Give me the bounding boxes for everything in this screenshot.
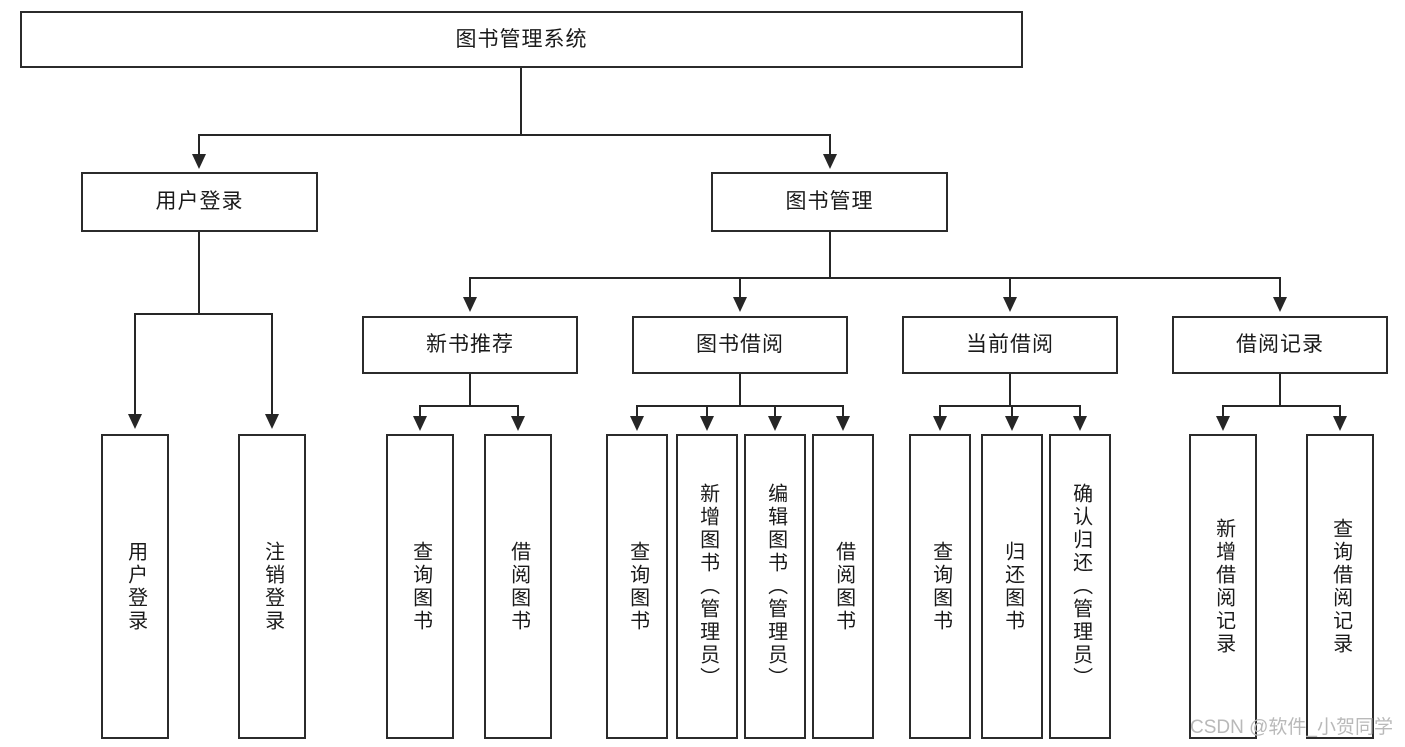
connector-current-borrow-drop-3 bbox=[1079, 405, 1081, 418]
arrow-to-borrow-record bbox=[1273, 297, 1287, 312]
connector-borrow-record-drop-1 bbox=[1222, 405, 1224, 418]
connector-root-stem bbox=[520, 68, 522, 135]
connector-current-borrow-stem bbox=[1009, 374, 1011, 407]
arrow-to-current-borrow bbox=[1003, 297, 1017, 312]
node-borrow-record[interactable]: 借阅记录 bbox=[1172, 316, 1388, 374]
node-label: 图书管理 bbox=[785, 190, 874, 214]
node-label: 查询借阅记录 bbox=[1329, 517, 1352, 656]
leaf-query-book-new[interactable]: 查询图书 bbox=[386, 434, 454, 739]
connector-book-borrow-drop-4 bbox=[842, 405, 844, 418]
node-label: 新增图书（管理员） bbox=[696, 483, 719, 690]
arrow-to-leaf-query-book-3 bbox=[933, 416, 947, 431]
arrow-to-book-mgmt bbox=[823, 154, 837, 169]
node-label: 用户登录 bbox=[124, 540, 147, 633]
leaf-logout[interactable]: 注销登录 bbox=[238, 434, 306, 739]
connector-new-book-drop-1 bbox=[419, 405, 421, 418]
connector-level1-drop-1 bbox=[198, 134, 200, 156]
connector-book-borrow-bus bbox=[636, 405, 843, 407]
node-label: 用户登录 bbox=[155, 190, 244, 214]
arrow-to-leaf-confirm-return bbox=[1073, 416, 1087, 431]
connector-borrow-record-drop-2 bbox=[1339, 405, 1341, 418]
connector-level1-drop-2 bbox=[829, 134, 831, 156]
connector-borrow-record-bus bbox=[1222, 405, 1340, 407]
leaf-query-book-borrow[interactable]: 查询图书 bbox=[606, 434, 668, 739]
arrow-to-leaf-query-book-1 bbox=[413, 416, 427, 431]
arrow-to-leaf-query-book-2 bbox=[630, 416, 644, 431]
leaf-query-borrow-record[interactable]: 查询借阅记录 bbox=[1306, 434, 1374, 739]
node-user-login[interactable]: 用户登录 bbox=[81, 172, 318, 232]
connector-user-login-drop-2 bbox=[271, 313, 273, 416]
node-label: 查询图书 bbox=[626, 540, 649, 633]
leaf-edit-book-admin[interactable]: 编辑图书（管理员） bbox=[744, 434, 806, 739]
leaf-add-book-admin[interactable]: 新增图书（管理员） bbox=[676, 434, 738, 739]
connector-book-borrow-drop-1 bbox=[636, 405, 638, 418]
node-label: 新书推荐 bbox=[426, 333, 514, 357]
node-label: 编辑图书（管理员） bbox=[764, 483, 787, 690]
leaf-query-book-current[interactable]: 查询图书 bbox=[909, 434, 971, 739]
node-label: 借阅图书 bbox=[507, 540, 530, 633]
connector-level2-drop-1 bbox=[469, 277, 471, 299]
arrow-to-leaf-return-book bbox=[1005, 416, 1019, 431]
connector-level2-drop-4 bbox=[1279, 277, 1281, 299]
node-label: 借阅记录 bbox=[1236, 333, 1324, 357]
node-book-management[interactable]: 图书管理 bbox=[711, 172, 948, 232]
node-current-borrow[interactable]: 当前借阅 bbox=[902, 316, 1118, 374]
leaf-borrow-book[interactable]: 借阅图书 bbox=[812, 434, 874, 739]
connector-current-borrow-bus bbox=[939, 405, 1081, 407]
arrow-to-leaf-user-login bbox=[128, 414, 142, 429]
connector-current-borrow-drop-2 bbox=[1011, 405, 1013, 418]
arrow-to-book-borrow bbox=[733, 297, 747, 312]
connector-book-borrow-stem bbox=[739, 374, 741, 407]
connector-book-borrow-drop-3 bbox=[774, 405, 776, 418]
arrow-to-leaf-borrow-book-2 bbox=[836, 416, 850, 431]
node-label: 借阅图书 bbox=[832, 540, 855, 633]
leaf-confirm-return-admin[interactable]: 确认归还（管理员） bbox=[1049, 434, 1111, 739]
node-new-book-recommend[interactable]: 新书推荐 bbox=[362, 316, 578, 374]
arrow-to-leaf-edit-book bbox=[768, 416, 782, 431]
connector-new-book-stem bbox=[469, 374, 471, 407]
leaf-borrow-book-new[interactable]: 借阅图书 bbox=[484, 434, 552, 739]
node-label: 新增借阅记录 bbox=[1212, 517, 1235, 656]
connector-level2-bus bbox=[469, 277, 1280, 279]
arrow-to-leaf-add-record bbox=[1216, 416, 1230, 431]
connector-user-login-drop-1 bbox=[134, 313, 136, 416]
connector-book-mgmt-stem bbox=[829, 232, 831, 279]
leaf-return-book[interactable]: 归还图书 bbox=[981, 434, 1043, 739]
node-label: 查询图书 bbox=[409, 540, 432, 633]
connector-level2-drop-3 bbox=[1009, 277, 1011, 299]
node-label: 查询图书 bbox=[929, 540, 952, 633]
node-root[interactable]: 图书管理系统 bbox=[20, 11, 1023, 68]
leaf-user-login[interactable]: 用户登录 bbox=[101, 434, 169, 739]
connector-user-login-stem bbox=[198, 232, 200, 315]
connector-current-borrow-drop-1 bbox=[939, 405, 941, 418]
connector-new-book-drop-2 bbox=[517, 405, 519, 418]
leaf-add-borrow-record[interactable]: 新增借阅记录 bbox=[1189, 434, 1257, 739]
arrow-to-leaf-borrow-book-1 bbox=[511, 416, 525, 431]
connector-level1-bus bbox=[198, 134, 830, 136]
node-label: 归还图书 bbox=[1001, 540, 1024, 633]
connector-level2-drop-2 bbox=[739, 277, 741, 299]
arrow-to-leaf-query-record bbox=[1333, 416, 1347, 431]
connector-borrow-record-stem bbox=[1279, 374, 1281, 407]
node-book-borrow[interactable]: 图书借阅 bbox=[632, 316, 848, 374]
node-label: 当前借阅 bbox=[966, 333, 1054, 357]
arrow-to-leaf-logout bbox=[265, 414, 279, 429]
arrow-to-new-book-rec bbox=[463, 297, 477, 312]
arrow-to-user-login bbox=[192, 154, 206, 169]
connector-user-login-bus bbox=[134, 313, 272, 315]
arrow-to-leaf-add-book bbox=[700, 416, 714, 431]
node-label: 确认归还（管理员） bbox=[1069, 483, 1092, 690]
node-label: 注销登录 bbox=[261, 540, 284, 633]
connector-new-book-bus bbox=[419, 405, 519, 407]
node-label: 图书借阅 bbox=[696, 333, 784, 357]
connector-book-borrow-drop-2 bbox=[706, 405, 708, 418]
node-label: 图书管理系统 bbox=[455, 27, 588, 51]
